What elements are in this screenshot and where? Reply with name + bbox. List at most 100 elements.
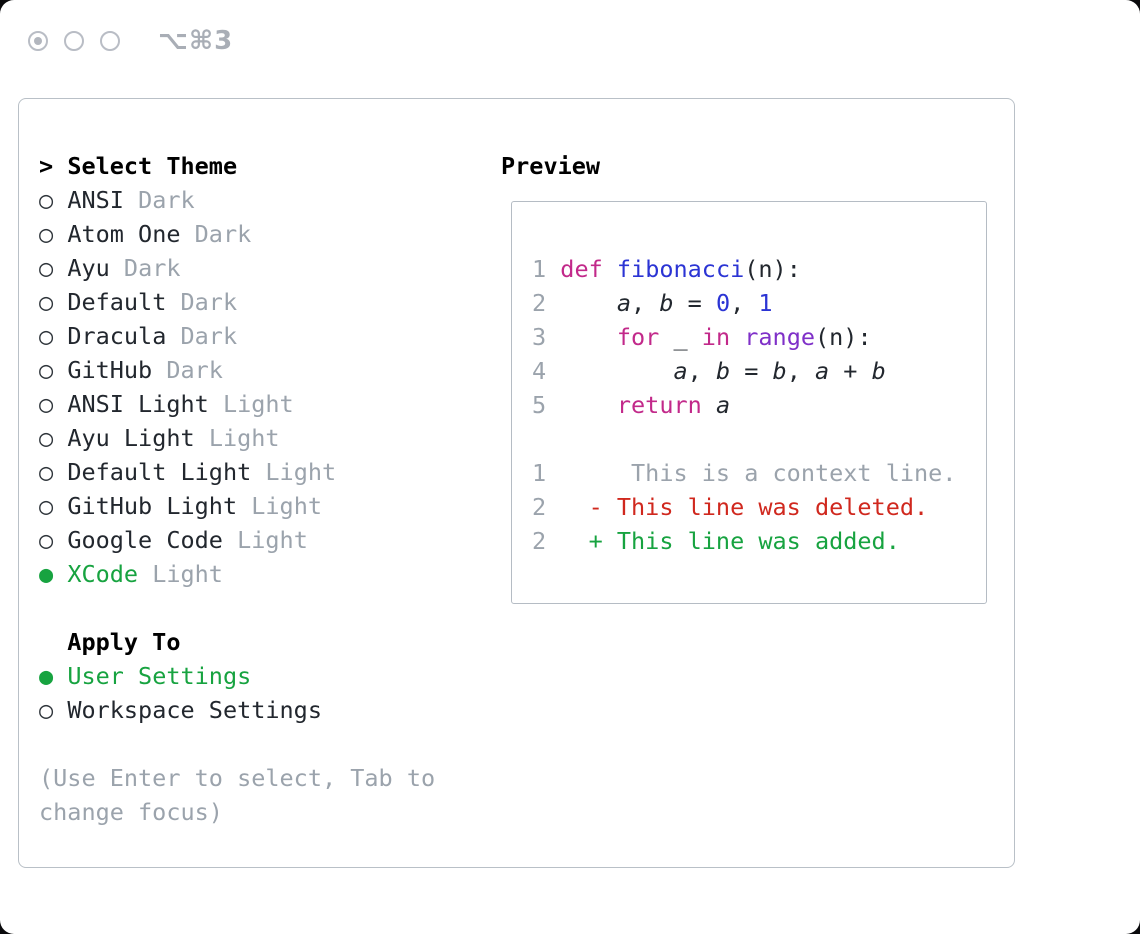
option-label: Dracula — [67, 322, 167, 350]
text — [166, 322, 180, 350]
code-token — [603, 255, 617, 283]
option-label: XCode — [67, 560, 139, 588]
text — [209, 390, 223, 418]
option-label: Google Code — [67, 526, 223, 554]
code-token: _ — [659, 323, 702, 351]
code-line: 1 def fibonacci(n): — [532, 252, 986, 286]
theme-option-ansi-light[interactable]: ○ ANSI Light Light — [39, 387, 459, 421]
line-number: 4 — [532, 357, 561, 385]
radio-unselected-icon: ○ — [39, 390, 54, 418]
apply-to-title: Apply To — [39, 625, 459, 659]
option-label: Workspace Settings — [67, 696, 322, 724]
theme-option-default-light[interactable]: ○ Default Light Light — [39, 455, 459, 489]
option-label: Atom One — [67, 220, 181, 248]
radio-unselected-icon: ○ — [39, 526, 54, 554]
text — [110, 254, 124, 282]
text — [195, 424, 209, 452]
apply-to-title-label: Apply To — [67, 628, 181, 656]
code-token: a — [616, 289, 632, 317]
window-button-close[interactable] — [28, 31, 48, 51]
code-token: (n): — [815, 323, 872, 351]
line-number: 2 — [532, 493, 561, 521]
theme-variant-label: Dark — [180, 322, 238, 350]
tab-shortcut-label: ⌥⌘3 — [158, 26, 234, 56]
code-token: + — [829, 357, 872, 385]
preview-title: Preview — [501, 152, 601, 180]
code-line: 1 This is a context line. — [532, 456, 986, 490]
window-button-minimize[interactable] — [64, 31, 84, 51]
code-token: b — [715, 357, 731, 385]
diff-text: + This line was added. — [560, 527, 900, 555]
radio-selected-icon: ● — [39, 662, 54, 690]
text — [251, 458, 265, 486]
apply-option-workspace-settings[interactable]: ○ Workspace Settings — [39, 693, 459, 727]
text — [124, 186, 138, 214]
theme-option-google-code[interactable]: ○ Google Code Light — [39, 523, 459, 557]
theme-option-ayu[interactable]: ○ Ayu Dark — [39, 251, 459, 285]
radio-unselected-icon: ○ — [39, 254, 54, 282]
text — [166, 288, 180, 316]
theme-option-atom-one[interactable]: ○ Atom One Dark — [39, 217, 459, 251]
radio-unselected-icon: ○ — [39, 186, 54, 214]
text — [152, 356, 166, 384]
text — [53, 186, 67, 214]
code-token: , — [786, 357, 815, 385]
code-token — [730, 323, 744, 351]
radio-selected-icon: ● — [39, 560, 54, 588]
text — [237, 492, 251, 520]
code-line: 2 - This line was deleted. — [532, 490, 986, 524]
code-token — [560, 357, 673, 385]
text — [53, 254, 67, 282]
theme-option-dracula[interactable]: ○ Dracula Dark — [39, 319, 459, 353]
code-token: = — [673, 289, 716, 317]
code-token: b — [659, 289, 674, 317]
text — [53, 220, 67, 248]
radio-unselected-icon: ○ — [39, 322, 54, 350]
theme-option-github-light[interactable]: ○ GitHub Light Light — [39, 489, 459, 523]
radio-unselected-icon: ○ — [39, 696, 54, 724]
code-line: 2 + This line was added. — [532, 524, 986, 558]
window-button-zoom[interactable] — [100, 31, 120, 51]
text — [53, 288, 67, 316]
theme-option-ansi[interactable]: ○ ANSI Dark — [39, 183, 459, 217]
code-token — [560, 289, 617, 317]
code-line: 4 a, b = b, a + b — [532, 354, 986, 388]
code-token: in — [701, 323, 731, 351]
code-token: return — [616, 391, 702, 419]
radio-unselected-icon: ○ — [39, 424, 54, 452]
line-number: 3 — [532, 323, 561, 351]
radio-unselected-icon: ○ — [39, 492, 54, 520]
line-number: 5 — [532, 391, 561, 419]
theme-option-default[interactable]: ○ Default Dark — [39, 285, 459, 319]
theme-list: ○ ANSI Dark○ Atom One Dark○ Ayu Dark○ De… — [39, 183, 459, 591]
diff-lines: 1 This is a context line.2 - This line w… — [532, 456, 986, 558]
select-theme-title: > Select Theme — [39, 149, 459, 183]
radio-unselected-icon: ○ — [39, 288, 54, 316]
option-label: GitHub Light — [67, 492, 238, 520]
code-token — [702, 391, 716, 419]
code-token: for — [616, 323, 660, 351]
theme-option-github[interactable]: ○ GitHub Dark — [39, 353, 459, 387]
radio-unselected-icon: ○ — [39, 220, 54, 248]
text — [138, 560, 152, 588]
select-theme-title-label: Select Theme — [67, 152, 238, 180]
text — [53, 492, 67, 520]
text — [53, 662, 67, 690]
text — [53, 526, 67, 554]
theme-picker-panel: > Select Theme ○ ANSI Dark○ Atom One Dar… — [18, 98, 1015, 868]
theme-variant-label: Light — [152, 560, 223, 588]
theme-variant-label: Dark — [180, 288, 238, 316]
code-token: range — [744, 323, 815, 351]
theme-option-xcode[interactable]: ● XCode Light — [39, 557, 459, 591]
code-token: a — [673, 357, 688, 385]
apply-option-user-settings[interactable]: ● User Settings — [39, 659, 459, 693]
theme-picker: > Select Theme ○ ANSI Dark○ Atom One Dar… — [39, 149, 459, 829]
theme-option-ayu-light[interactable]: ○ Ayu Light Light — [39, 421, 459, 455]
code-token — [560, 391, 617, 419]
text — [53, 458, 67, 486]
theme-variant-label: Light — [251, 492, 322, 520]
code-token: def — [560, 255, 603, 283]
